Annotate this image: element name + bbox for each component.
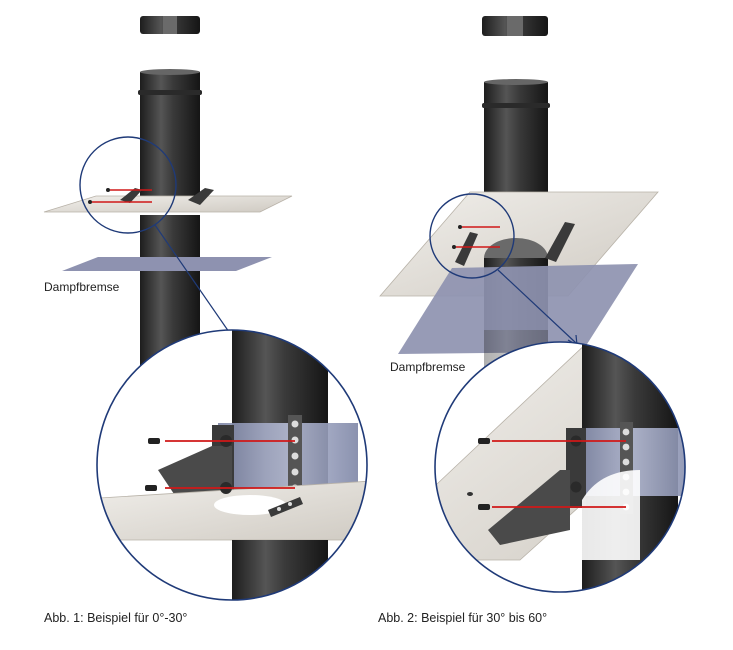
caption-abb-2: Abb. 2: Beispiel für 30° bis 60°: [378, 611, 547, 625]
caption-abb-1: Abb. 1: Beispiel für 0°-30°: [44, 611, 187, 625]
callout-circle-small-2: [429, 193, 515, 279]
figure-1: Dampfbremse: [43, 16, 368, 625]
callout-circle-small-1: [79, 136, 177, 234]
vapor-barrier-1: [62, 257, 272, 271]
chimney-pipe-1: [138, 69, 202, 370]
roof-plate-1: [43, 195, 293, 213]
vapor-barrier-2: [398, 264, 638, 354]
pipe-clamp-top-2: [482, 16, 548, 36]
detail-circle-1: [96, 329, 368, 601]
callout-connector-1: [154, 224, 239, 346]
bracket-1: [188, 188, 214, 205]
dampfbremse-label-1: Dampfbremse: [44, 280, 120, 294]
screw-lines-1: [88, 188, 152, 204]
detail-circle-2: [434, 341, 686, 593]
figure-2: Dampfbremse: [378, 16, 686, 625]
dampfbremse-label-2: Dampfbremse: [390, 360, 466, 374]
callout-connector-2: [497, 269, 577, 344]
bracket-2: [545, 222, 575, 262]
pipe-clamp-top-1: [140, 16, 200, 34]
screw-lines-2: [452, 225, 500, 249]
